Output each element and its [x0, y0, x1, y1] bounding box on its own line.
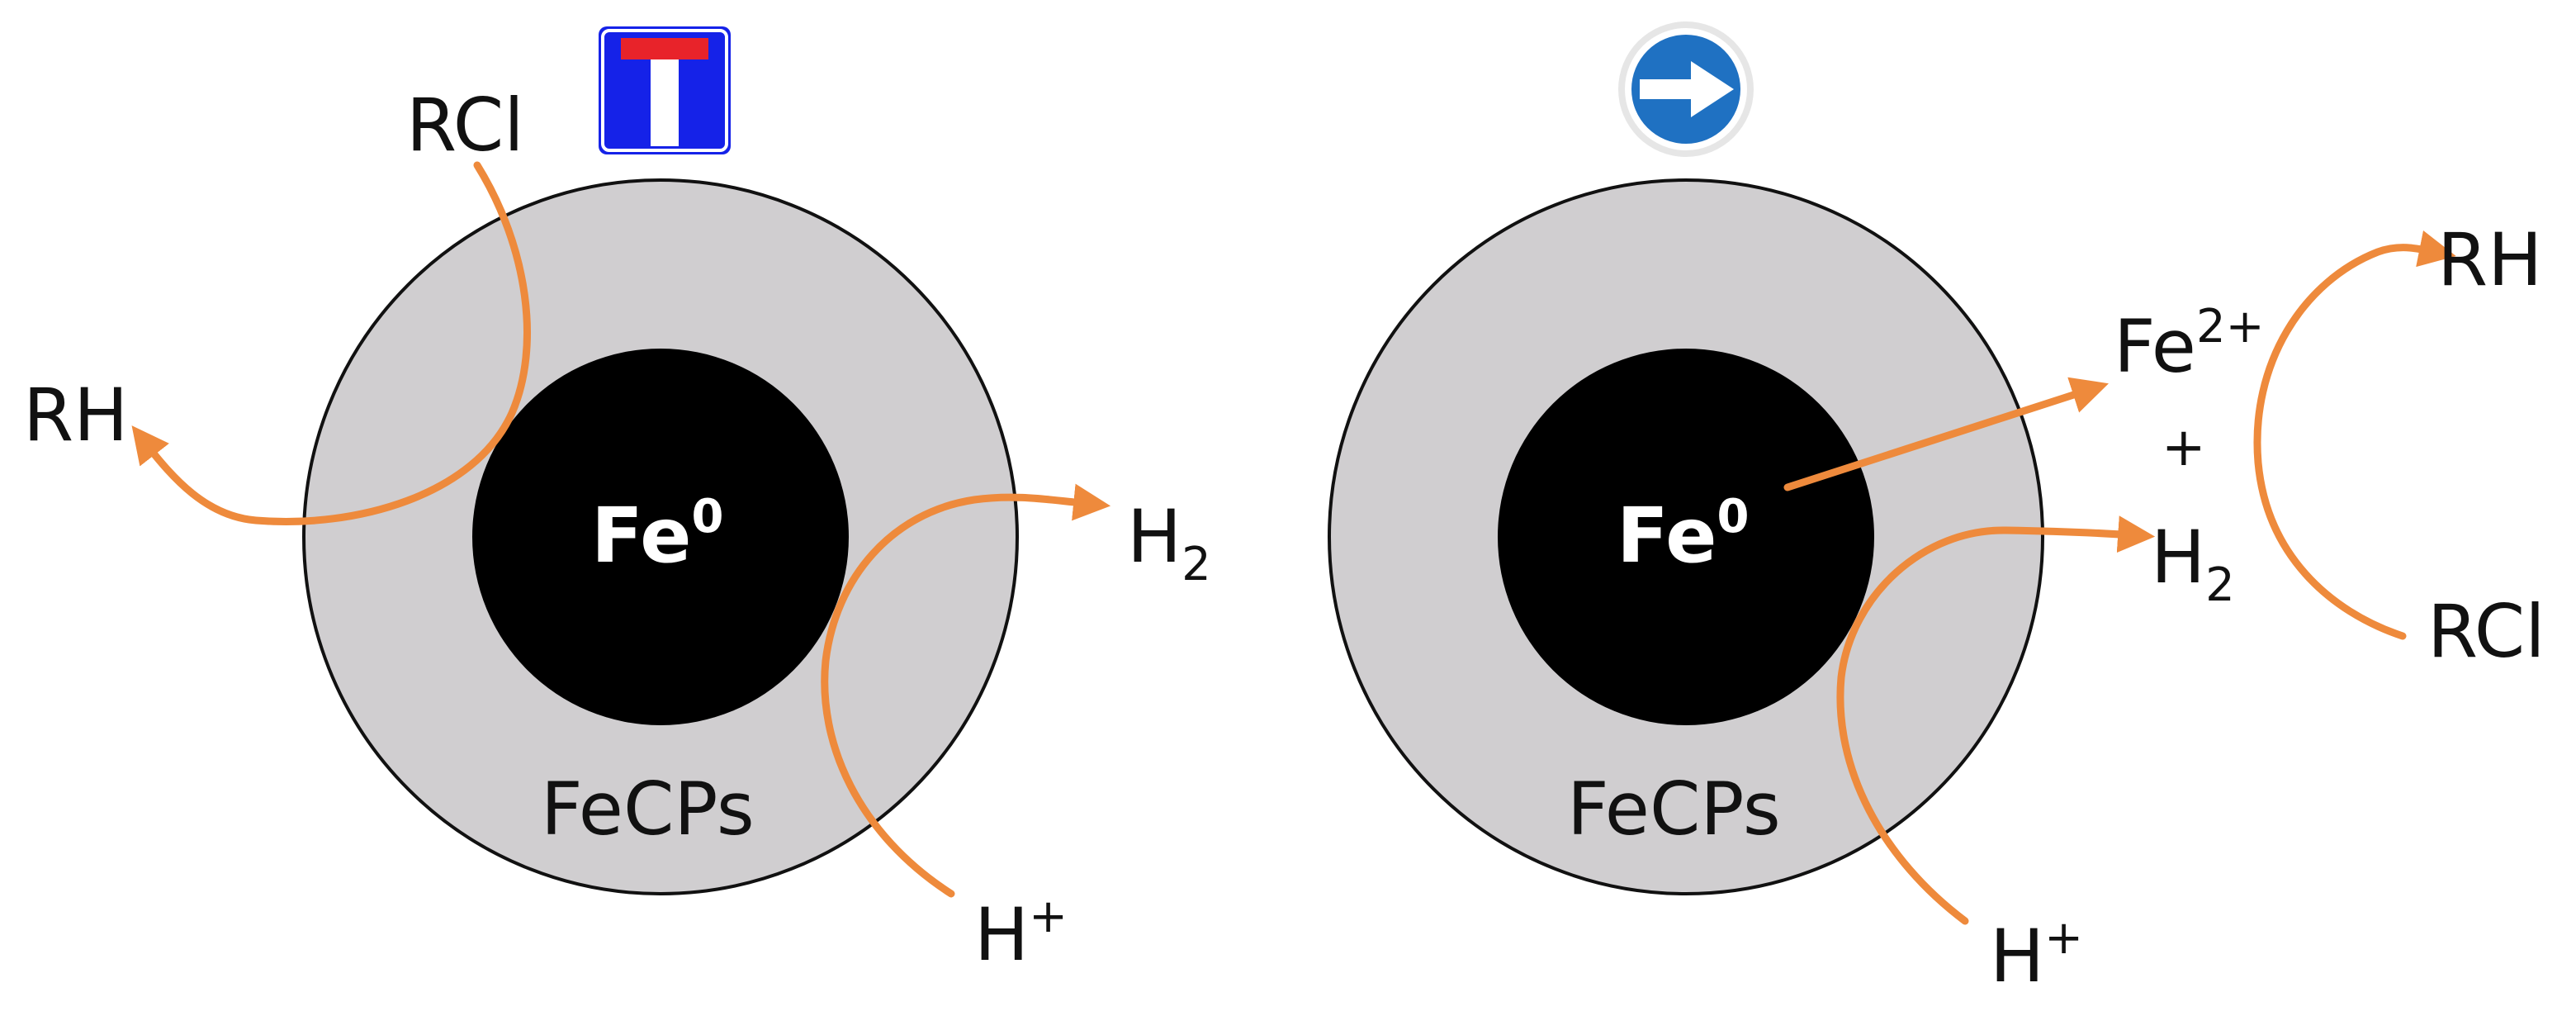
left-h-plus-base: H — [974, 892, 1029, 977]
right-fe2-base: Fe — [2114, 304, 2196, 389]
direction-arrow-sign-icon — [1618, 21, 1754, 157]
left-h2-base: H — [1127, 494, 1181, 579]
left-h-plus-sup: + — [1029, 890, 1068, 943]
right-core-label-sup: 0 — [1717, 490, 1750, 544]
right-h2-label: H2 — [2151, 515, 2235, 612]
right-core — [1498, 349, 1874, 725]
rcl-to-rh-arrow — [131, 161, 531, 525]
right-rh-label: RH — [2437, 217, 2542, 302]
left-rh-label: RH — [23, 373, 128, 458]
left-h2-label: H2 — [1127, 494, 1211, 591]
right-core-label: Fe0 — [1617, 490, 1749, 580]
right-h2-sub: 2 — [2205, 558, 2235, 612]
left-core-label-sup: 0 — [692, 490, 724, 544]
left-panel: RCl RH Fe0 FeCPs H2 H+ — [23, 26, 1211, 977]
right-core-label-base: Fe — [1617, 491, 1717, 580]
right-h2-base: H — [2151, 515, 2205, 600]
right-fe2-label: Fe2+ — [2114, 300, 2265, 389]
right-h-plus-label: H+ — [1990, 911, 2083, 999]
h-plus-to-h2-arrow — [821, 483, 1111, 898]
left-h2-sub: 2 — [1181, 538, 1211, 591]
right-h-plus-base: H — [1990, 914, 2044, 999]
right-rcl-to-rh-arrow — [2253, 230, 2456, 640]
left-core-label: Fe0 — [591, 490, 723, 580]
fe0-to-fe2-arrow — [1783, 377, 2109, 491]
right-h-plus-sup: + — [2044, 911, 2083, 965]
right-fe2-sup: 2+ — [2196, 300, 2265, 354]
left-h-plus-label: H+ — [974, 890, 1068, 977]
right-shell-label: FeCPs — [1567, 767, 1781, 852]
left-rcl-label: RCl — [406, 83, 524, 168]
left-core — [472, 349, 849, 725]
dead-end-road-sign-icon — [599, 26, 731, 154]
left-core-label-base: Fe — [591, 491, 692, 580]
right-panel: Fe0 FeCPs Fe2+ + H2 H+ RH RCl — [1328, 21, 2545, 999]
left-shell-label: FeCPs — [541, 767, 755, 852]
right-plus-label: + — [2162, 417, 2206, 478]
right-h-plus-to-h2-arrow — [1836, 515, 2156, 925]
right-rcl-label: RCl — [2427, 589, 2545, 674]
